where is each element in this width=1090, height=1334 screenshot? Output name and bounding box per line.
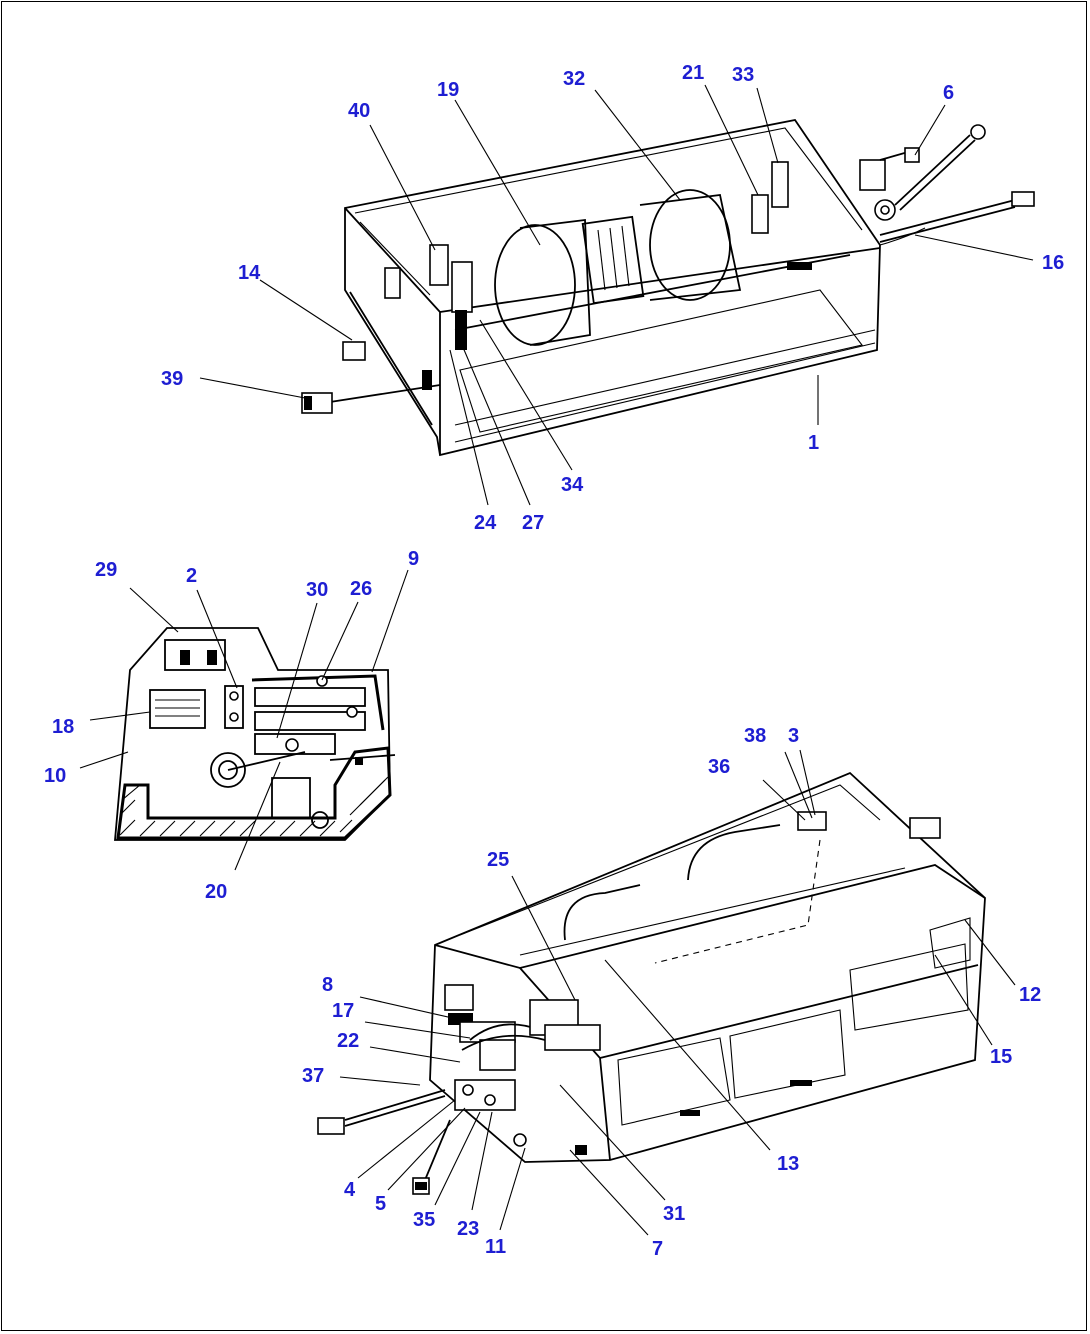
callout-38: 38 bbox=[744, 725, 766, 747]
callout-30: 30 bbox=[306, 579, 328, 601]
blower-unit-assembly bbox=[301, 119, 1035, 457]
callout-31: 31 bbox=[663, 1203, 685, 1225]
housing-section-view bbox=[114, 627, 396, 841]
callout-13: 13 bbox=[777, 1153, 799, 1175]
callout-5: 5 bbox=[375, 1193, 386, 1215]
callout-15: 15 bbox=[990, 1046, 1012, 1068]
callout-23: 23 bbox=[457, 1218, 479, 1240]
callout-21: 21 bbox=[682, 62, 704, 84]
callout-18: 18 bbox=[52, 716, 74, 738]
callout-19: 19 bbox=[437, 79, 459, 101]
callout-3: 3 bbox=[788, 725, 799, 747]
callout-14: 14 bbox=[238, 262, 261, 284]
callout-40: 40 bbox=[348, 100, 370, 122]
callout-8: 8 bbox=[322, 974, 333, 996]
callout-36: 36 bbox=[708, 756, 730, 778]
leader-lines bbox=[79, 84, 1034, 1236]
callout-29: 29 bbox=[95, 559, 117, 581]
callout-9: 9 bbox=[408, 548, 419, 570]
callout-27: 27 bbox=[522, 512, 544, 534]
callout-labels: 40 19 32 21 33 6 16 14 39 1 34 24 27 29 … bbox=[44, 62, 1064, 1260]
callout-12: 12 bbox=[1019, 984, 1041, 1006]
callout-26: 26 bbox=[350, 578, 372, 600]
callout-39: 39 bbox=[161, 368, 183, 390]
callout-7: 7 bbox=[652, 1238, 663, 1260]
callout-1: 1 bbox=[808, 432, 819, 454]
callout-20: 20 bbox=[205, 881, 227, 903]
core-unit-assembly bbox=[317, 771, 986, 1195]
callout-32: 32 bbox=[563, 68, 585, 90]
callout-4: 4 bbox=[344, 1179, 356, 1201]
callout-6: 6 bbox=[943, 82, 954, 104]
callout-22: 22 bbox=[337, 1030, 359, 1052]
callout-24: 24 bbox=[474, 512, 497, 534]
callout-34: 34 bbox=[561, 474, 584, 496]
callout-33: 33 bbox=[732, 64, 754, 86]
callout-37: 37 bbox=[302, 1065, 324, 1087]
callout-25: 25 bbox=[487, 849, 509, 871]
callout-35: 35 bbox=[413, 1209, 435, 1231]
callout-11: 11 bbox=[485, 1236, 506, 1258]
callout-2: 2 bbox=[186, 565, 197, 587]
callout-10: 10 bbox=[44, 765, 66, 787]
callout-16: 16 bbox=[1042, 252, 1064, 274]
callout-17: 17 bbox=[332, 1000, 354, 1022]
